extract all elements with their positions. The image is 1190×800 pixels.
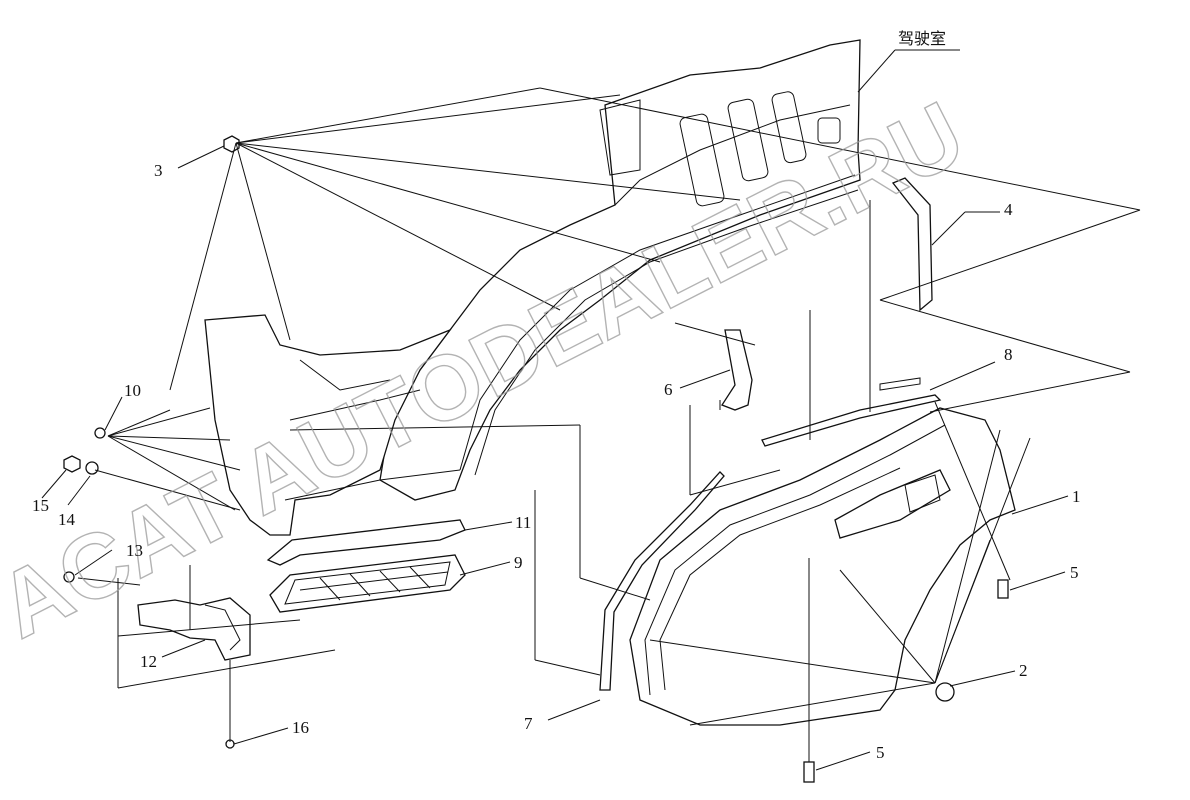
leader-lines [41,49,1141,771]
callout-4: 4 [1004,200,1013,219]
callout-3: 3 [154,161,163,180]
callout-11: 11 [515,513,531,532]
step-tread-part-9 [269,554,466,613]
callout-9: 9 [514,553,523,572]
callout-6: 6 [664,380,673,399]
bracket-part-4 [891,177,933,312]
callout-13: 13 [126,541,143,560]
bolt-10 [94,427,106,439]
bolt-13 [63,571,75,583]
nut-3 [223,135,240,153]
bolt-5a [997,579,1009,599]
washer-14 [85,461,99,475]
callout-7: 7 [524,714,533,733]
callout-2: 2 [1019,661,1028,680]
callout-10: 10 [124,381,141,400]
nut-15 [63,455,81,473]
grommet-2 [935,682,955,702]
callout-5-lower: 5 [876,743,885,762]
callout-5-upper: 5 [1070,563,1079,582]
callout-15: 15 [32,496,49,515]
callout-16: 16 [292,718,309,737]
fasteners [63,135,1009,783]
seal-strip-part-8 [761,377,942,447]
bracket-part-6 [721,329,753,411]
callout-8: 8 [1004,345,1013,364]
step-support-part-11 [266,519,466,566]
callout-12: 12 [140,652,157,671]
callout-1: 1 [1072,487,1081,506]
labels: 驾驶室 1 2 3 4 5 5 6 7 8 9 10 11 12 13 14 1… [32,29,1081,762]
bolt-5b [803,761,815,783]
cab-panel [204,39,861,536]
callout-14: 14 [58,510,76,529]
fender-assembly [599,407,1016,726]
cab-label: 驾驶室 [898,29,946,48]
